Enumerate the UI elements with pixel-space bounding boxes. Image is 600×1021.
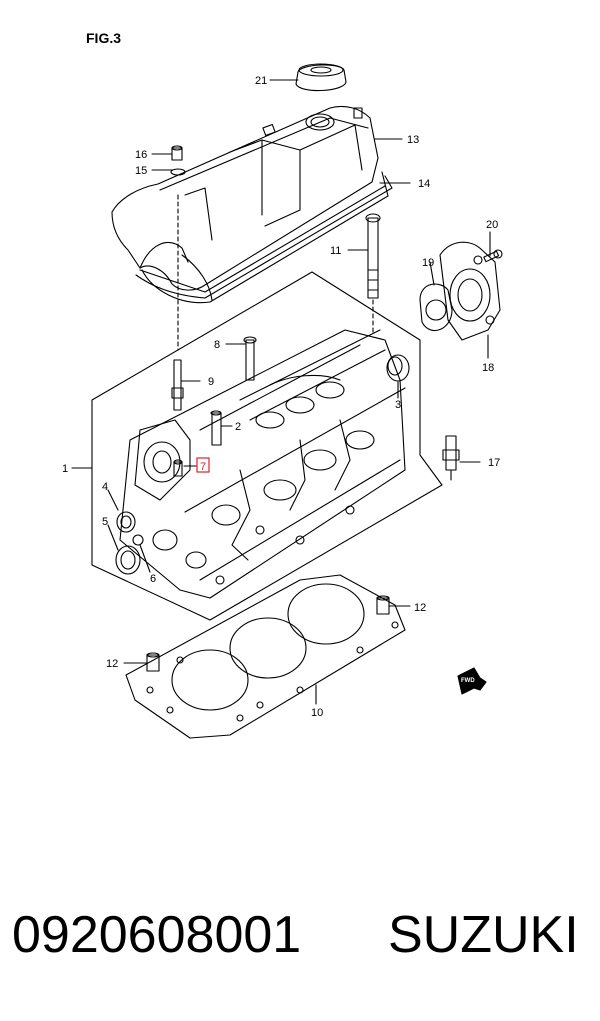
seal-4 bbox=[116, 511, 136, 533]
callout-8: 8 bbox=[214, 339, 220, 351]
stud-9 bbox=[171, 359, 184, 411]
oil-filler-cap bbox=[295, 63, 347, 92]
brand-name: SUZUKI bbox=[388, 906, 579, 964]
long-bolt-11 bbox=[365, 213, 381, 299]
figure-title: FIG.3 bbox=[86, 30, 122, 46]
assembly-frame bbox=[91, 271, 443, 621]
callout-16: 16 bbox=[135, 149, 147, 161]
dowel-12b bbox=[146, 652, 160, 672]
callout-6: 6 bbox=[150, 573, 156, 585]
gasket-19 bbox=[419, 283, 453, 332]
callout-15: 15 bbox=[135, 165, 147, 177]
callout-5: 5 bbox=[102, 516, 108, 528]
bolt-8 bbox=[243, 336, 257, 381]
callout-7: 7 bbox=[200, 461, 206, 473]
callout-2: 2 bbox=[235, 421, 241, 433]
cylinder-head bbox=[119, 329, 406, 599]
spark-plug bbox=[442, 435, 460, 481]
callout-14: 14 bbox=[418, 178, 430, 190]
exploded-parts-diagram: 21 13 14 16 15 11 20 19 18 8 9 3 2 7 1 1… bbox=[62, 63, 503, 739]
callout-7-highlight bbox=[196, 457, 210, 473]
callout-1: 1 bbox=[62, 463, 68, 475]
callout-21: 21 bbox=[255, 75, 267, 87]
callout-11: 11 bbox=[330, 245, 341, 257]
seal-5 bbox=[115, 545, 141, 575]
fwd-label: FWD bbox=[461, 678, 475, 684]
fwd-arrow-icon bbox=[457, 667, 487, 695]
callout-4: 4 bbox=[102, 481, 108, 493]
callout-3: 3 bbox=[395, 399, 401, 411]
callout-13: 13 bbox=[407, 134, 419, 146]
dowel-2 bbox=[210, 410, 222, 446]
plug-3 bbox=[386, 354, 410, 382]
head-gasket bbox=[125, 574, 406, 739]
plug-6 bbox=[132, 534, 144, 546]
callout-19: 19 bbox=[422, 257, 434, 269]
washer-15 bbox=[170, 168, 186, 176]
cam-cover bbox=[111, 105, 393, 301]
callout-18: 18 bbox=[482, 362, 494, 374]
callout-12a: 12 bbox=[414, 602, 426, 614]
callout-20: 20 bbox=[486, 219, 498, 231]
bolt-16 bbox=[171, 145, 183, 161]
dowel-7 bbox=[173, 459, 183, 477]
callout-10: 10 bbox=[311, 707, 323, 719]
callout-12b: 12 bbox=[106, 658, 118, 670]
callout-9: 9 bbox=[208, 376, 214, 388]
water-outlet-housing bbox=[439, 241, 501, 341]
callout-17: 17 bbox=[488, 457, 500, 469]
part-number: 0920608001 bbox=[12, 906, 302, 964]
cover-gasket bbox=[141, 171, 389, 304]
footer bbox=[0, 850, 600, 1021]
